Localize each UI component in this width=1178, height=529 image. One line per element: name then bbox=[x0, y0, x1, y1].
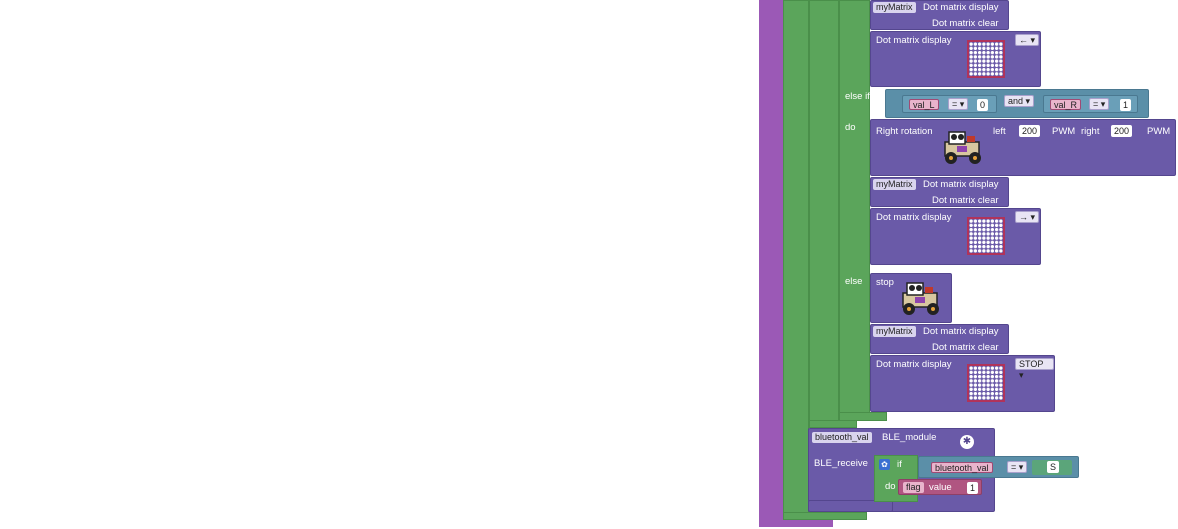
left-pwm-input[interactable]: 200 bbox=[1019, 125, 1041, 137]
dot-matrix-clear-label: Dot matrix clear bbox=[932, 342, 999, 353]
ble-receive-footer bbox=[808, 500, 893, 512]
stop-label: stop bbox=[876, 277, 894, 288]
right-label: right bbox=[1081, 126, 1100, 137]
ble-do-label: do bbox=[885, 481, 896, 492]
ble-module-label: BLE_module bbox=[882, 432, 937, 443]
loop-footer-1 bbox=[783, 512, 867, 520]
stop-block[interactable]: stop bbox=[870, 273, 952, 323]
else-label: else bbox=[845, 276, 863, 287]
matrix-clear-block-3[interactable]: myMatrix Dot matrix display Dot matrix c… bbox=[870, 324, 1009, 354]
matrix-display-label: Dot matrix display bbox=[876, 359, 952, 370]
matrix-instance-chip[interactable]: myMatrix bbox=[873, 2, 916, 13]
outer-function-footer bbox=[759, 518, 833, 527]
if-footer-3 bbox=[839, 412, 887, 421]
matrix-display-block-left[interactable]: Dot matrix display ← ▾ bbox=[870, 31, 1041, 87]
matrix-instance-chip[interactable]: myMatrix bbox=[873, 326, 916, 337]
matrix-grid-preview[interactable] bbox=[967, 40, 1005, 78]
if-label: if bbox=[897, 459, 902, 470]
dot-matrix-clear-label: Dot matrix clear bbox=[932, 195, 999, 206]
arrow-left-dropdown[interactable]: ← ▾ bbox=[1015, 34, 1040, 46]
robot-car-icon bbox=[944, 131, 981, 164]
arrow-right-dropdown[interactable]: → ▾ bbox=[1015, 211, 1040, 223]
loop-rail-1[interactable] bbox=[783, 0, 809, 518]
if-footer-2 bbox=[809, 420, 857, 428]
value-label: value bbox=[929, 482, 952, 493]
string-s-block[interactable]: S bbox=[1032, 460, 1072, 475]
do-label: do bbox=[845, 122, 856, 133]
zero-input[interactable]: 0 bbox=[977, 99, 989, 111]
equals-dropdown-3[interactable]: = ▾ bbox=[1007, 461, 1028, 473]
matrix-grid-preview[interactable] bbox=[967, 217, 1005, 255]
val-l-variable[interactable]: val_L bbox=[909, 99, 939, 110]
compare-left-block[interactable]: val_L = ▾ 0 bbox=[902, 95, 997, 113]
flag-set-block[interactable]: flag value 1 bbox=[898, 479, 982, 495]
bluetooth-compare-block[interactable]: bluetooth_val = ▾ S bbox=[918, 456, 1079, 478]
flag-variable[interactable]: flag bbox=[903, 482, 924, 493]
matrix-clear-block-2[interactable]: myMatrix Dot matrix display Dot matrix c… bbox=[870, 177, 1009, 207]
pwm-label-1: PWM bbox=[1052, 126, 1076, 137]
gear-icon[interactable]: ✿ bbox=[879, 459, 890, 470]
pwm-label-2: PWM bbox=[1147, 126, 1171, 137]
one-input[interactable]: 1 bbox=[1120, 99, 1132, 111]
val-r-variable[interactable]: val_R bbox=[1050, 99, 1082, 110]
flag-value-input[interactable]: 1 bbox=[967, 482, 979, 494]
bluetooth-icon[interactable]: ✱ bbox=[960, 435, 974, 449]
and-dropdown[interactable]: and ▾ bbox=[1004, 95, 1035, 107]
outer-function-rail[interactable] bbox=[759, 0, 783, 526]
robot-car-icon bbox=[902, 282, 939, 315]
else-if-label: else if bbox=[845, 91, 870, 102]
left-label: left bbox=[993, 126, 1006, 137]
dot-matrix-display-label: Dot matrix display bbox=[923, 2, 999, 13]
matrix-grid-preview[interactable] bbox=[967, 364, 1005, 402]
equals-dropdown-1[interactable]: = ▾ bbox=[948, 98, 969, 110]
ble-receive-label: BLE_receive bbox=[814, 458, 868, 469]
dot-matrix-display-label: Dot matrix display bbox=[923, 179, 999, 190]
bluetooth-val-chip[interactable]: bluetooth_val bbox=[812, 432, 872, 443]
if-rail-3[interactable] bbox=[839, 0, 870, 420]
equals-dropdown-2[interactable]: = ▾ bbox=[1089, 98, 1110, 110]
dot-matrix-display-label: Dot matrix display bbox=[923, 326, 999, 337]
right-rotation-block[interactable]: Right rotation left 200 PWM right 200 PW… bbox=[870, 119, 1176, 176]
s-value-input[interactable]: S bbox=[1047, 461, 1060, 473]
matrix-display-block-stop[interactable]: Dot matrix display STOP ▾ bbox=[870, 355, 1055, 412]
matrix-display-label: Dot matrix display bbox=[876, 35, 952, 46]
right-rotation-label: Right rotation bbox=[876, 126, 933, 137]
compare-right-block[interactable]: val_R = ▾ 1 bbox=[1043, 95, 1138, 113]
matrix-display-label: Dot matrix display bbox=[876, 212, 952, 223]
matrix-clear-block-1[interactable]: myMatrix Dot matrix display Dot matrix c… bbox=[870, 0, 1009, 30]
right-pwm-input[interactable]: 200 bbox=[1111, 125, 1133, 137]
bluetooth-val-variable[interactable]: bluetooth_val bbox=[931, 462, 993, 473]
stop-text-dropdown[interactable]: STOP ▾ bbox=[1015, 358, 1054, 380]
dot-matrix-clear-label: Dot matrix clear bbox=[932, 18, 999, 29]
and-condition-block[interactable]: val_L = ▾ 0 and ▾ val_R = ▾ 1 bbox=[885, 89, 1149, 118]
if-rail-2[interactable] bbox=[809, 0, 839, 428]
matrix-instance-chip[interactable]: myMatrix bbox=[873, 179, 916, 190]
ble-if-block[interactable]: ✿ if do bbox=[874, 455, 918, 502]
matrix-display-block-right[interactable]: Dot matrix display → ▾ bbox=[870, 208, 1041, 265]
